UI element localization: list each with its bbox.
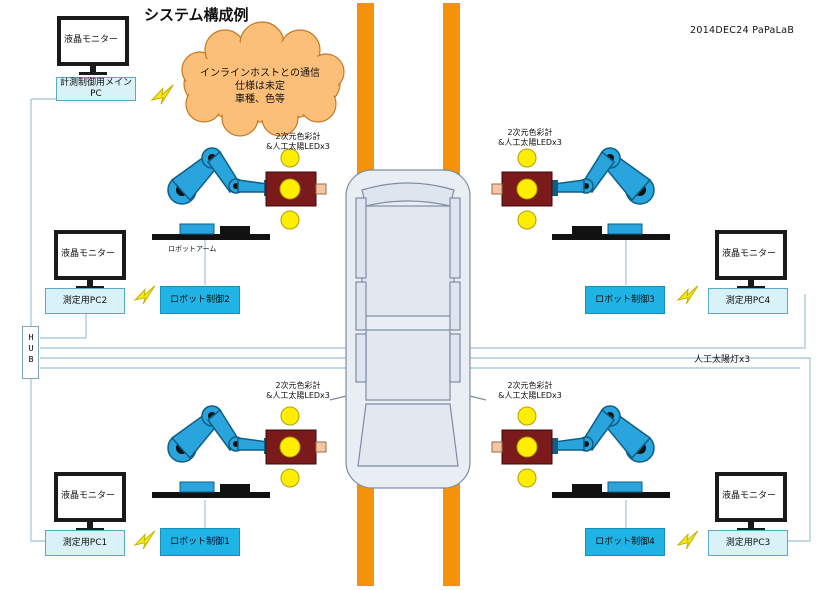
- robot-control-2-box: ロボット制御2: [160, 286, 240, 314]
- cloud-note: インラインホストとの通信 仕様は未定 車種、色等: [200, 68, 320, 105]
- monitor-label-pc3: 液晶モニター: [722, 491, 777, 501]
- monitor-label-pc1: 液晶モニター: [61, 491, 116, 501]
- sensor-head-top-left: [265, 148, 327, 230]
- robot-arm-bottom-left: [151, 405, 271, 499]
- robot-arm-label: ロボットアーム: [168, 245, 217, 253]
- car: [329, 169, 487, 489]
- credit-label: 2014DEC24 PaPaLaB: [690, 25, 795, 36]
- robot-arm-top-right: [551, 147, 671, 241]
- pc3-box: 測定用PC3: [708, 530, 788, 556]
- led-note-bottom-left: 2次元色彩計 &人工太陽LEDx3: [266, 381, 330, 400]
- led-note-bottom-right: 2次元色彩計 &人工太陽LEDx3: [498, 381, 562, 400]
- monitor-label-pc2: 液晶モニター: [61, 249, 116, 259]
- hub-label: HUB: [26, 333, 36, 366]
- robot-arm-top-left: [151, 147, 271, 241]
- led-note-top-left: 2次元色彩計 &人工太陽LEDx3: [266, 132, 330, 151]
- monitor-label-main: 液晶モニター: [64, 35, 119, 45]
- pc4-box: 測定用PC4: [708, 288, 788, 314]
- page-title: システム構成例: [144, 6, 249, 24]
- robot-arm-bottom-right: [551, 405, 671, 499]
- led-note-top-right: 2次元色彩計 &人工太陽LEDx3: [498, 128, 562, 147]
- main-pc-box: 計測制御用メイン PC: [56, 77, 136, 101]
- hub-box: HUB: [22, 326, 39, 379]
- sensor-head-top-right: [491, 148, 553, 230]
- pc2-box: 測定用PC2: [45, 288, 125, 314]
- sensor-head-bottom-right: [491, 406, 553, 488]
- robot-control-1-box: ロボット制御1: [160, 528, 240, 556]
- sensor-head-bottom-left: [265, 406, 327, 488]
- robot-control-4-box: ロボット制御4: [585, 528, 665, 556]
- pc1-box: 測定用PC1: [45, 530, 125, 556]
- robot-control-3-box: ロボット制御3: [585, 286, 665, 314]
- monitor-label-pc4: 液晶モニター: [722, 249, 777, 259]
- sunlight-label: 人工太陽灯x3: [694, 355, 751, 365]
